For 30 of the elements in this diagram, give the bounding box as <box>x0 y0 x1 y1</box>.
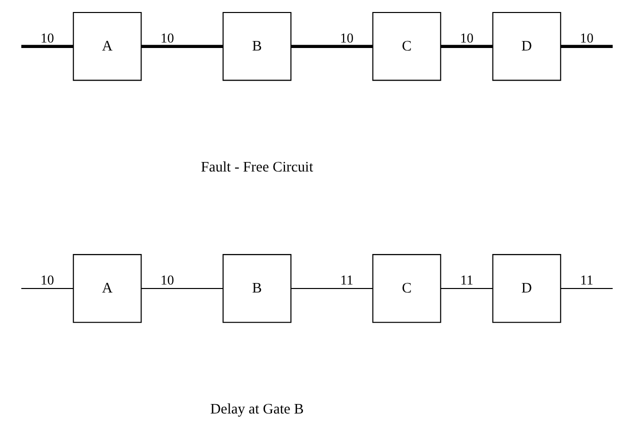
edge-label: 10 <box>160 272 174 288</box>
node-box: A <box>72 254 142 323</box>
connector <box>21 44 73 48</box>
node-box: A <box>72 12 142 81</box>
node-box: B <box>222 254 292 323</box>
edge-label: 11 <box>580 272 594 288</box>
label: Fault - Free Circuit <box>200 159 314 176</box>
edge-label: 11 <box>460 272 474 288</box>
connector <box>291 44 373 48</box>
node-box: D <box>492 12 562 81</box>
edge-label: 10 <box>460 30 474 46</box>
node-box: B <box>222 12 292 81</box>
edge-label: 10 <box>40 272 54 288</box>
connector <box>560 44 613 48</box>
connector <box>21 288 73 289</box>
edge-label: 10 <box>340 30 354 46</box>
connector <box>141 44 223 48</box>
label: Delay at Gate B <box>210 401 304 418</box>
node-box: C <box>372 254 442 323</box>
edge-label: 10 <box>160 30 174 46</box>
edge-label: 11 <box>340 272 354 288</box>
node-box: C <box>372 12 442 81</box>
connector <box>560 288 613 289</box>
edge-label: 10 <box>580 30 594 46</box>
node-box: D <box>492 254 562 323</box>
edge-label: 10 <box>40 30 54 46</box>
connector <box>440 288 493 289</box>
connector <box>141 288 223 289</box>
connector <box>291 288 373 289</box>
connector <box>440 44 493 48</box>
